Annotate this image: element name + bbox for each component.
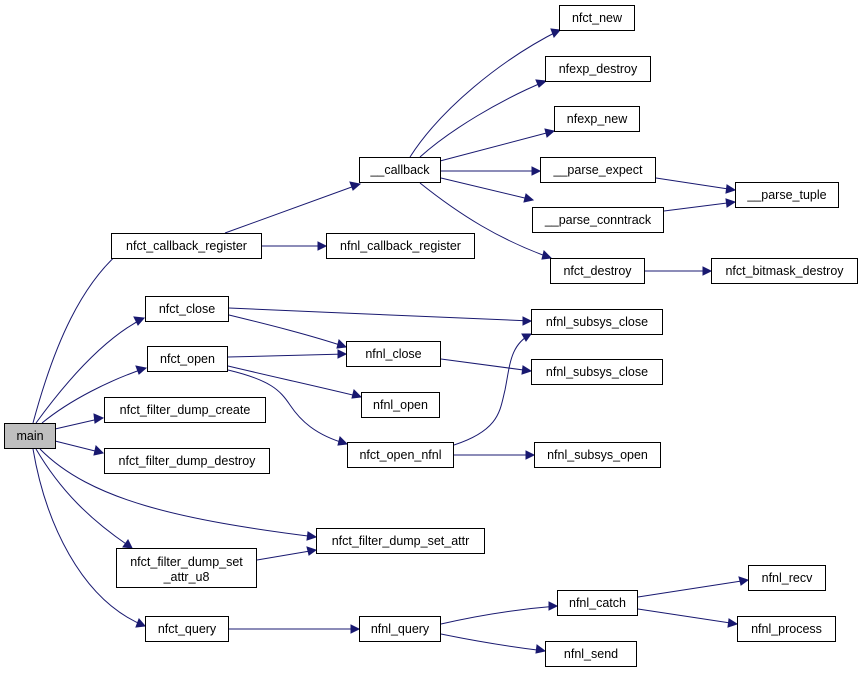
edge-main-to-nfct-close — [35, 316, 146, 424]
node-label-line2: _attr_u8 — [163, 570, 210, 584]
edge-nfct-query-to-nfnl-query — [229, 624, 361, 634]
node-label: nfnl_callback_register — [340, 239, 461, 253]
node-label: nfnl_query — [371, 622, 430, 636]
node-nfexp-destroy[interactable]: nfexp_destroy — [545, 56, 651, 82]
node-nfnl-subsys-open[interactable]: nfnl_subsys_open — [534, 442, 661, 468]
node-nfct-bitmask-destroy[interactable]: nfct_bitmask_destroy — [711, 258, 858, 284]
node-label: nfct_new — [572, 11, 623, 25]
edge-parse-conntrack-to-parse-tuple — [663, 198, 737, 212]
node-label-line1: nfct_filter_dump_set — [130, 555, 243, 569]
edge-main-to-nfct-filter-dump-create — [54, 413, 105, 430]
node-label: nfct_bitmask_destroy — [725, 264, 844, 278]
node-label: main — [16, 429, 43, 443]
edge-nfct-filter-dump-set-attr-u8-to-nfct-filter-dump-set-attr — [256, 546, 318, 561]
node-label: nfct_destroy — [563, 264, 632, 278]
edge-nfnl-query-to-nfnl-catch — [440, 601, 559, 625]
node-label: nfct_open — [160, 352, 215, 366]
edge-callback-to-nfct-destroy — [419, 182, 553, 260]
node-label: nfct_filter_dump_destroy — [119, 454, 257, 468]
edge-callback-to-nfexp-new — [439, 128, 556, 162]
edge-nfct-open-to-nfct-open-nfnl — [227, 369, 349, 446]
edges — [32, 28, 750, 654]
node-nfnl-close[interactable]: nfnl_close — [346, 341, 441, 367]
edge-nfct-callback-register-to-callback — [224, 181, 362, 234]
edge-callback-to-nfexp-destroy — [419, 79, 548, 158]
edge-nfct-open-nfnl-to-nfnl-subsys-open — [454, 450, 536, 460]
edge-nfct-open-to-nfnl-open — [227, 365, 363, 399]
node-nfnl-callback-register[interactable]: nfnl_callback_register — [326, 233, 475, 259]
node-label: nfct_filter_dump_create — [120, 403, 251, 417]
node-nfct-filter-dump-destroy[interactable]: nfct_filter_dump_destroy — [104, 448, 270, 474]
node-nfct-filter-dump-set-attr-u8[interactable]: nfct_filter_dump_set _attr_u8 — [116, 548, 257, 588]
node-nfct-open[interactable]: nfct_open — [147, 346, 228, 372]
node-label: nfnl_close — [365, 347, 421, 361]
edge-callback-to-parse-expect — [441, 166, 542, 176]
node-label: nfnl_open — [373, 398, 428, 412]
edge-main-to-nfct-filter-dump-set-attr — [39, 448, 318, 541]
edge-nfct-destroy-to-nfct-bitmask-destroy — [645, 266, 713, 276]
edge-callback-to-parse-conntrack — [440, 177, 535, 203]
node-label: nfct_query — [158, 622, 217, 636]
node-label: nfct_callback_register — [126, 239, 247, 253]
node-label: __callback — [369, 163, 430, 177]
node-label: nfnl_subsys_close — [546, 365, 648, 379]
edge-main-to-nfct-query — [32, 448, 146, 628]
node-nfexp-new[interactable]: nfexp_new — [554, 106, 640, 132]
node-nfnl-process[interactable]: nfnl_process — [737, 616, 836, 642]
node-label: nfexp_new — [567, 112, 628, 126]
node-parse-expect[interactable]: __parse_expect — [540, 157, 656, 183]
node-parse-conntrack[interactable]: __parse_conntrack — [532, 207, 664, 233]
node-nfct-filter-dump-set-attr[interactable]: nfct_filter_dump_set_attr — [316, 528, 485, 554]
node-nfnl-subsys-close-2[interactable]: nfnl_subsys_close — [531, 359, 663, 385]
node-callback[interactable]: __callback — [359, 157, 441, 183]
edge-nfnl-close-to-nfnl-subsys-close-2 — [440, 358, 533, 375]
node-label: nfnl_process — [751, 622, 822, 636]
node-label: nfct_open_nfnl — [359, 448, 441, 462]
node-nfnl-query[interactable]: nfnl_query — [359, 616, 441, 642]
node-label: __parse_conntrack — [544, 213, 652, 227]
edge-main-to-nfct-filter-dump-destroy — [54, 440, 104, 456]
node-label: __parse_expect — [553, 163, 643, 177]
edge-nfct-callback-register-to-nfnl-callback-register — [262, 241, 328, 251]
node-label: nfnl_catch — [569, 596, 626, 610]
node-nfct-query[interactable]: nfct_query — [145, 616, 229, 642]
node-nfct-callback-register[interactable]: nfct_callback_register — [111, 233, 262, 259]
edge-callback-to-nfct-new — [409, 28, 561, 158]
edge-nfct-open-to-nfnl-close — [227, 349, 348, 359]
edge-nfnl-catch-to-nfnl-recv — [637, 576, 750, 598]
edge-nfct-close-to-nfnl-close — [228, 314, 348, 349]
node-label: nfnl_subsys_open — [547, 448, 648, 462]
node-nfct-new[interactable]: nfct_new — [559, 5, 635, 31]
node-nfct-close[interactable]: nfct_close — [145, 296, 229, 322]
node-label: nfnl_subsys_close — [546, 315, 648, 329]
node-label: nfct_filter_dump_set_attr — [332, 534, 470, 548]
node-nfnl-subsys-close-1[interactable]: nfnl_subsys_close — [531, 309, 663, 335]
node-nfct-filter-dump-create[interactable]: nfct_filter_dump_create — [104, 397, 266, 423]
node-nfnl-recv[interactable]: nfnl_recv — [748, 565, 826, 591]
nodes: main nfct_callback_register nfct_close n… — [4, 5, 858, 667]
node-parse-tuple[interactable]: __parse_tuple — [735, 182, 839, 208]
node-nfnl-catch[interactable]: nfnl_catch — [557, 590, 638, 616]
node-label: nfct_close — [159, 302, 215, 316]
edge-main-to-nfct-filter-dump-set-attr-u8 — [35, 448, 133, 549]
node-nfnl-send[interactable]: nfnl_send — [545, 641, 637, 667]
edge-nfnl-query-to-nfnl-send — [440, 633, 547, 654]
node-label: nfnl_recv — [762, 571, 813, 585]
edge-parse-expect-to-parse-tuple — [655, 177, 737, 194]
edge-nfct-open-nfnl-to-nfnl-subsys-close-1 — [453, 333, 532, 446]
node-label: nfexp_destroy — [559, 62, 638, 76]
edge-main-to-nfct-callback-register — [32, 234, 145, 424]
node-nfct-open-nfnl[interactable]: nfct_open_nfnl — [347, 442, 454, 468]
node-nfnl-open[interactable]: nfnl_open — [361, 392, 440, 418]
node-main[interactable]: main — [4, 423, 56, 449]
edge-nfct-close-to-nfnl-subsys-close-1 — [228, 307, 533, 326]
edge-main-to-nfct-open — [41, 365, 148, 424]
node-label: __parse_tuple — [746, 188, 826, 202]
node-nfct-destroy[interactable]: nfct_destroy — [550, 258, 645, 284]
edge-nfnl-catch-to-nfnl-process — [637, 608, 739, 628]
node-label: nfnl_send — [564, 647, 618, 661]
